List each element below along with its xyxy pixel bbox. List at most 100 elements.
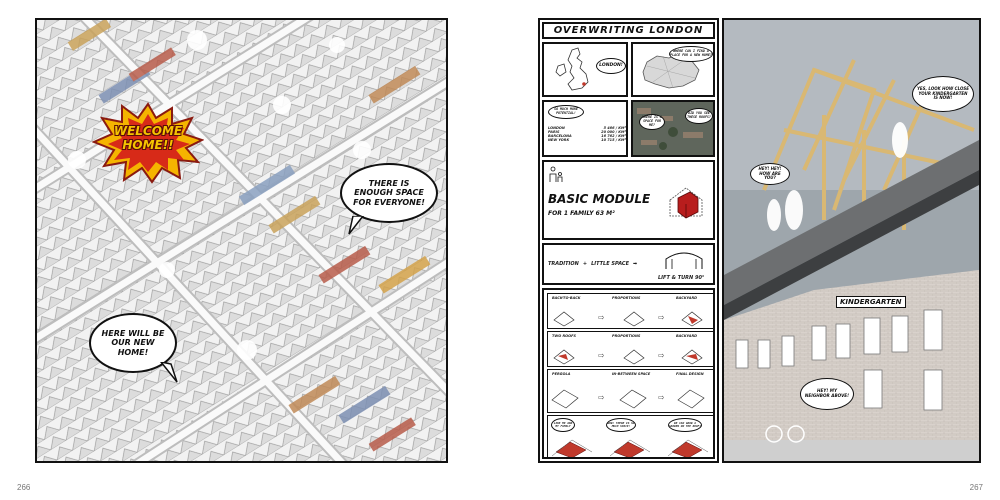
- right-page: OVERWRITING LONDON LONDON! WHERE CAN I F…: [500, 0, 1000, 500]
- density-value: 10 715 / KM²: [601, 138, 626, 142]
- density-value: 5 466 / KM²: [603, 126, 626, 130]
- bubble-text: LIKE ME AND MY FAMILY: [553, 420, 573, 428]
- lift-turn-label: LIFT & TURN 90°: [658, 275, 705, 281]
- speech-bubble-kindergarten: YES, LOOK HOW CLOSE YOUR KINDERGARTEN IS…: [912, 76, 974, 112]
- bubble-text: HEY! MY NEIGHBOR ABOVE!: [804, 388, 850, 398]
- uk-map-icon: [555, 47, 589, 91]
- aerial-photo-panel: WHERE IS A SPACE FOR ME? DID YOU SEE THE…: [631, 100, 715, 157]
- final-bubble: WE CAN GROW A GARDEN ON THE ROOF!: [668, 418, 702, 432]
- welcome-home-text: WELCOME HOME!!: [92, 124, 204, 152]
- lift-turn-house-icon: [665, 252, 703, 269]
- london-label-bubble: LONDON!: [596, 58, 626, 74]
- density-city: LONDON: [548, 126, 565, 130]
- uk-map-panel: LONDON!: [542, 42, 628, 97]
- svg-text:⇨: ⇨: [658, 351, 665, 360]
- svg-text:⇨: ⇨: [658, 313, 665, 322]
- process-step-b: PROPORTIONS: [612, 334, 641, 338]
- module-sketch-icon: ⇨ ⇨: [551, 389, 705, 409]
- process-row: TWO ROOFS PROPORTIONS BACKYARD ⇨ ⇨: [547, 331, 713, 367]
- bubble-text: WHERE IS A SPACE FOR ME?: [642, 115, 662, 127]
- final-bubble: LIKE ME AND MY FAMILY: [551, 418, 575, 432]
- process-step-a: TWO ROOFS: [552, 334, 576, 338]
- welcome-home-burst: WELCOME HOME!!: [92, 102, 204, 184]
- london-map-panel: WHERE CAN I FIND A PLACE FOR A NEW HOME?: [631, 42, 715, 97]
- final-design-row: LIKE ME AND MY FAMILY WOW! THERE IS SO M…: [547, 415, 713, 457]
- bubble-text: HERE WILL BE OUR NEW HOME!: [101, 329, 165, 357]
- bubble-text: HEY! HEY! HOW ARE YOU?: [758, 166, 782, 181]
- page-number-right: 267: [969, 483, 983, 492]
- bubble-text: WHERE CAN I FIND A PLACE FOR A NEW HOME?: [670, 49, 712, 57]
- density-value: 20 000 / KM²: [601, 130, 626, 134]
- bubble-text: LONDON!: [599, 63, 623, 69]
- module-title: BASIC MODULE: [548, 192, 651, 206]
- bubble-text: SO MUCH MORE POTENTIAL!: [554, 107, 578, 115]
- kindergarten-sign: KINDERGARTEN: [836, 296, 906, 308]
- process-step-c: BACKYARD: [676, 296, 698, 300]
- density-row: NEW YORK 10 715 / KM²: [548, 138, 626, 142]
- process-row: PERGOLA IN-BETWEEN SPACE FINAL DESIGN ⇨ …: [547, 369, 713, 413]
- street-scene-frame: YES, LOOK HOW CLOSE YOUR KINDERGARTEN IS…: [722, 18, 981, 463]
- process-step-a: BACK-TO-BACK: [552, 296, 581, 300]
- density-row: LONDON 5 466 / KM²: [548, 126, 626, 130]
- tradition-panel: TRADITION + LITTLE SPACE ➡ LIFT & TURN 9…: [542, 243, 715, 285]
- title-panel: OVERWRITING LONDON: [542, 22, 715, 39]
- aerial-bubble-left: WHERE IS A SPACE FOR ME?: [639, 114, 665, 130]
- density-bubble: SO MUCH MORE POTENTIAL!: [548, 105, 584, 119]
- module-sketch-icon: ⇨ ⇨: [553, 311, 703, 327]
- process-step-a: PERGOLA: [552, 372, 571, 376]
- density-value: 16 762 / KM²: [601, 134, 626, 138]
- family-icon: [549, 166, 563, 182]
- density-city: BARCELONA: [548, 134, 572, 138]
- page-number-left: 266: [17, 483, 31, 492]
- tradition-label: TRADITION + LITTLE SPACE ➡: [548, 261, 637, 267]
- bubble-text: DID YOU SEE THESE ROOFS?: [687, 111, 711, 119]
- bubble-text: YES, LOOK HOW CLOSE YOUR KINDERGARTEN IS…: [916, 86, 970, 101]
- arrow-right-icon: ➡: [633, 261, 638, 267]
- city-illustration-frame: WELCOME HOME!! THERE IS ENOUGH SPACE FOR…: [35, 18, 448, 463]
- bubble-text: WOW! THERE IS SO MUCH SPACE!: [607, 420, 635, 428]
- bubble-tail: [160, 362, 178, 383]
- design-process-panel: BACK-TO-BACK PROPORTIONS BACKYARD ⇨ ⇨ TW…: [542, 288, 715, 459]
- density-city: NEW YORK: [548, 138, 570, 142]
- left-page: WELCOME HOME!! THERE IS ENOUGH SPACE FOR…: [17, 18, 448, 492]
- process-step-b: IN-BETWEEN SPACE: [612, 372, 651, 376]
- welcome-line: WELCOME: [113, 124, 183, 138]
- density-row: PARIS 20 000 / KM²: [548, 130, 626, 134]
- home-line: HOME!!: [122, 138, 174, 152]
- process-row: BACK-TO-BACK PROPORTIONS BACKYARD ⇨ ⇨: [547, 293, 713, 329]
- density-city: PARIS: [548, 130, 560, 134]
- process-step-c: FINAL DESIGN: [676, 372, 704, 376]
- explosion-burst-icon: [92, 102, 204, 184]
- london-outline-icon: [642, 53, 700, 89]
- module-house-icon: [669, 187, 703, 219]
- speech-bubble-new-home: HERE WILL BE OUR NEW HOME!: [89, 313, 177, 373]
- map-bubble: WHERE CAN I FIND A PLACE FOR A NEW HOME?: [669, 46, 713, 62]
- svg-text:⇨: ⇨: [598, 313, 605, 322]
- bubble-tail: [348, 216, 364, 235]
- module-subtitle: FOR 1 FAMILY 63 M²: [548, 210, 615, 217]
- page-title: OVERWRITING LONDON: [553, 25, 704, 36]
- process-step-b: PROPORTIONS: [612, 296, 641, 300]
- final-design-sketch-icon: [551, 439, 709, 457]
- speech-bubble-street: HEY! MY NEIGHBOR ABOVE!: [800, 378, 854, 410]
- aerial-bubble-right: DID YOU SEE THESE ROOFS?: [685, 108, 713, 124]
- svg-text:⇨: ⇨: [658, 393, 665, 402]
- svg-text:⇨: ⇨: [598, 351, 605, 360]
- bubble-text: THERE IS ENOUGH SPACE FOR EVERYONE!: [353, 179, 425, 207]
- process-step-c: BACKYARD: [676, 334, 698, 338]
- density-table: LONDON 5 466 / KM² PARIS 20 000 / KM² BARC…: [548, 126, 626, 142]
- speech-bubble-hey-neighbor: HEY! HEY! HOW ARE YOU?: [750, 163, 790, 185]
- comic-strip-frame: OVERWRITING LONDON LONDON! WHERE CAN I F…: [538, 18, 719, 463]
- little-space-text: LITTLE SPACE: [591, 261, 629, 267]
- final-bubble: WOW! THERE IS SO MUCH SPACE!: [606, 418, 636, 432]
- plus-icon: +: [582, 261, 588, 267]
- tradition-text: TRADITION: [548, 261, 579, 267]
- svg-text:⇨: ⇨: [598, 393, 605, 402]
- density-row: BARCELONA 16 762 / KM²: [548, 134, 626, 138]
- isometric-city-illustration: [37, 20, 446, 461]
- module-sketch-icon: ⇨ ⇨: [553, 349, 703, 365]
- bubble-text: WE CAN GROW A GARDEN ON THE ROOF!: [669, 420, 701, 428]
- speech-bubble-enough-space: THERE IS ENOUGH SPACE FOR EVERYONE!: [340, 163, 438, 223]
- density-panel: SO MUCH MORE POTENTIAL! LONDON 5 466 / KM…: [542, 100, 628, 157]
- basic-module-panel: BASIC MODULE FOR 1 FAMILY 63 M²: [542, 160, 715, 240]
